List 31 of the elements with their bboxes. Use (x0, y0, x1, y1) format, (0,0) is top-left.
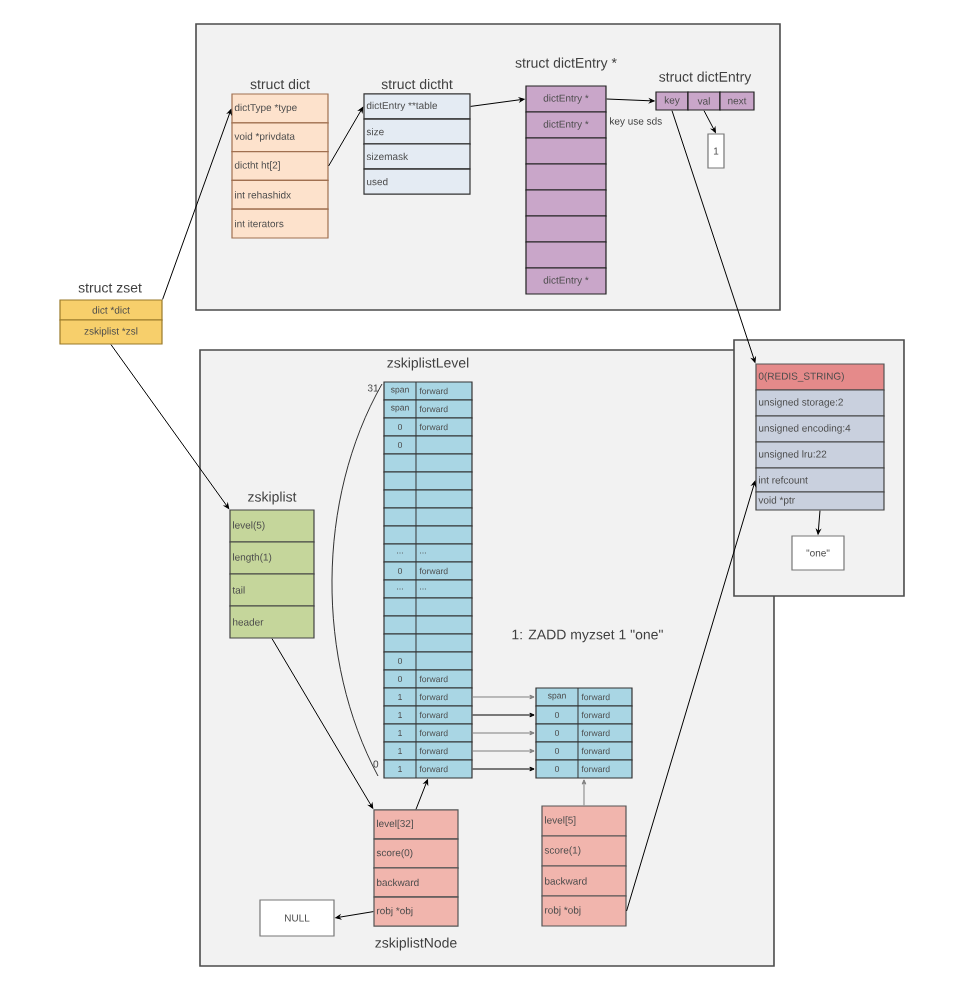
arrow (110, 344, 230, 509)
arrow (335, 911, 374, 920)
arrow (472, 748, 535, 754)
field-cell (525, 137, 607, 165)
field-cell (525, 241, 607, 269)
arrow (472, 712, 535, 718)
arrow (581, 779, 587, 806)
arrow (626, 480, 757, 912)
field-cell (525, 189, 607, 217)
table-row (383, 615, 473, 635)
arrow (671, 110, 756, 363)
table-row (383, 507, 473, 527)
arrow (472, 694, 535, 700)
arrow (606, 98, 655, 104)
table-row (383, 489, 473, 509)
arrow (470, 97, 525, 107)
arrow (816, 510, 821, 535)
arrow (271, 638, 374, 809)
arrow (472, 730, 535, 736)
table-row (383, 525, 473, 545)
table-row (383, 471, 473, 491)
table-row (383, 453, 473, 473)
field-cell (525, 215, 607, 243)
arrow (472, 766, 535, 772)
arrow (328, 107, 364, 167)
table-row (383, 597, 473, 617)
arrow (415, 779, 429, 810)
arrow (162, 109, 232, 300)
arrow (703, 110, 716, 133)
field-cell (525, 163, 607, 191)
table-row (383, 633, 473, 653)
